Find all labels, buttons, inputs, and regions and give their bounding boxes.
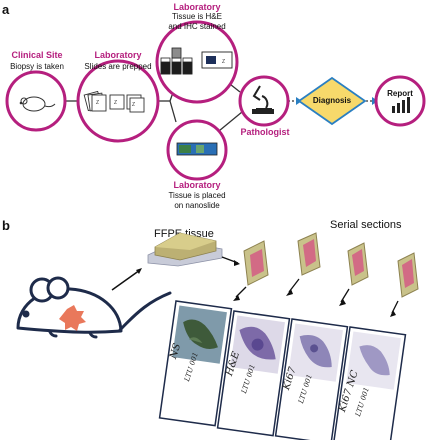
clinical-site-node [5,70,67,132]
lab-nanoslide-desc-2: on nanoslide [174,201,220,210]
serial-section-slides [243,232,419,298]
microscope-icon [252,85,274,114]
pathologist-node [238,75,290,127]
svg-text:Z: Z [132,102,135,108]
lab-slides-desc: Slides are prepped [84,62,152,71]
svg-text:Z: Z [96,100,99,106]
panel-b-letter: b [2,218,10,233]
report-label: Report [387,89,413,98]
lab-slides-title: Laboratory [94,50,142,60]
staining-jars-icon [160,47,193,75]
report-node [374,75,426,127]
arrow-mouse-to-block [111,269,141,291]
nanoslide-node [166,119,228,181]
mouse-icon [19,96,56,112]
section-to-slide-arrows [235,278,399,314]
svg-text:Z: Z [222,59,225,65]
panel-b-illustration [16,232,419,440]
lab-nanoslide-desc-1: Tissue is placed [168,191,226,200]
svg-text:Z: Z [114,100,117,106]
ffpe-block [147,232,223,267]
diagnosis-label: Diagnosis [312,96,352,105]
lab-stain-desc-2: and IHC stained [168,22,226,31]
panel-a-workflow-diagram: Z Z Z Z [5,20,426,181]
lab-stain-desc-1: Tissue is H&E [172,12,222,21]
panel-a-letter: a [2,2,10,17]
tumor-icon [59,305,86,331]
lab-stain-title: Laboratory [173,2,221,12]
bar-chart-icon [392,97,410,113]
microscope-slides [158,300,407,440]
staining-node: Z [155,20,239,104]
pathologist-title: Pathologist [240,127,290,137]
diagnosis-node [297,76,367,126]
lab-nanoslide-title: Laboratory [173,180,221,190]
mouse-illustration [16,276,172,339]
clinical-site-desc: Biopsy is taken [10,62,64,71]
serial-sections-label: Serial sections [330,219,402,231]
slides-node: Z Z Z [76,59,160,143]
slide-stack-icon [83,90,145,113]
clinical-site-title: Clinical Site [11,50,63,60]
stained-slide-icon: Z [201,51,233,69]
